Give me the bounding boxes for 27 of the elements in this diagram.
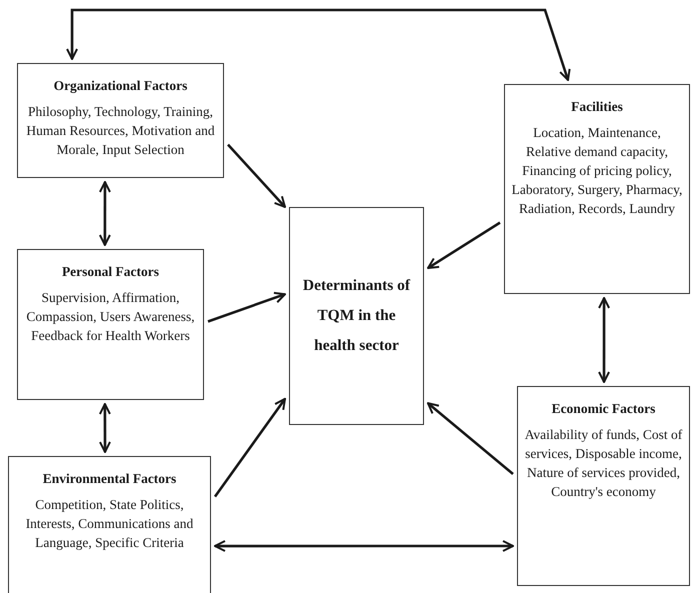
box-heading: Environmental Factors xyxy=(42,471,178,487)
box-text: Location, Maintenance, Relative demand capacity, Financing of pricing policy, Laboratory, Surgery, Pharmacy, Radiation, Records, Laundry xyxy=(511,124,683,218)
box-heading: Economic Factors xyxy=(550,401,656,417)
factor-box xyxy=(504,84,690,294)
factor-box xyxy=(17,63,224,178)
arrow xyxy=(214,398,286,498)
box-heading: Organizational Factors xyxy=(52,78,188,94)
box-text: Availability of funds, Cost of services, Disposable income, Nature of services provided, Country's economy xyxy=(524,426,683,501)
arrow xyxy=(427,402,514,475)
factor-box xyxy=(289,207,424,425)
arrow xyxy=(98,181,111,246)
factor-box xyxy=(517,386,690,586)
factor-box xyxy=(8,456,211,593)
arrow xyxy=(214,540,514,552)
arrow xyxy=(227,144,286,208)
arrow xyxy=(427,222,501,270)
box-text: Supervision, Affirmation, Compassion, Users Awareness, Feedback for Health Workers xyxy=(25,289,196,345)
box-heading: Personal Factors xyxy=(60,264,160,280)
arrow xyxy=(98,403,111,453)
box-text: Philosophy, Technology, Training, Human Resources, Motivation and Morale, Input Selection xyxy=(25,103,216,159)
arrow xyxy=(598,297,610,383)
arrow xyxy=(208,292,286,323)
factor-box xyxy=(17,249,204,400)
arrow xyxy=(66,8,571,81)
box-heading: Facilities xyxy=(570,99,624,115)
central-heading: Determinants of TQM in the health sector xyxy=(302,276,412,356)
box-text: Competition, State Politics, Interests, Communications and Language, Specific Criteria xyxy=(24,496,194,552)
